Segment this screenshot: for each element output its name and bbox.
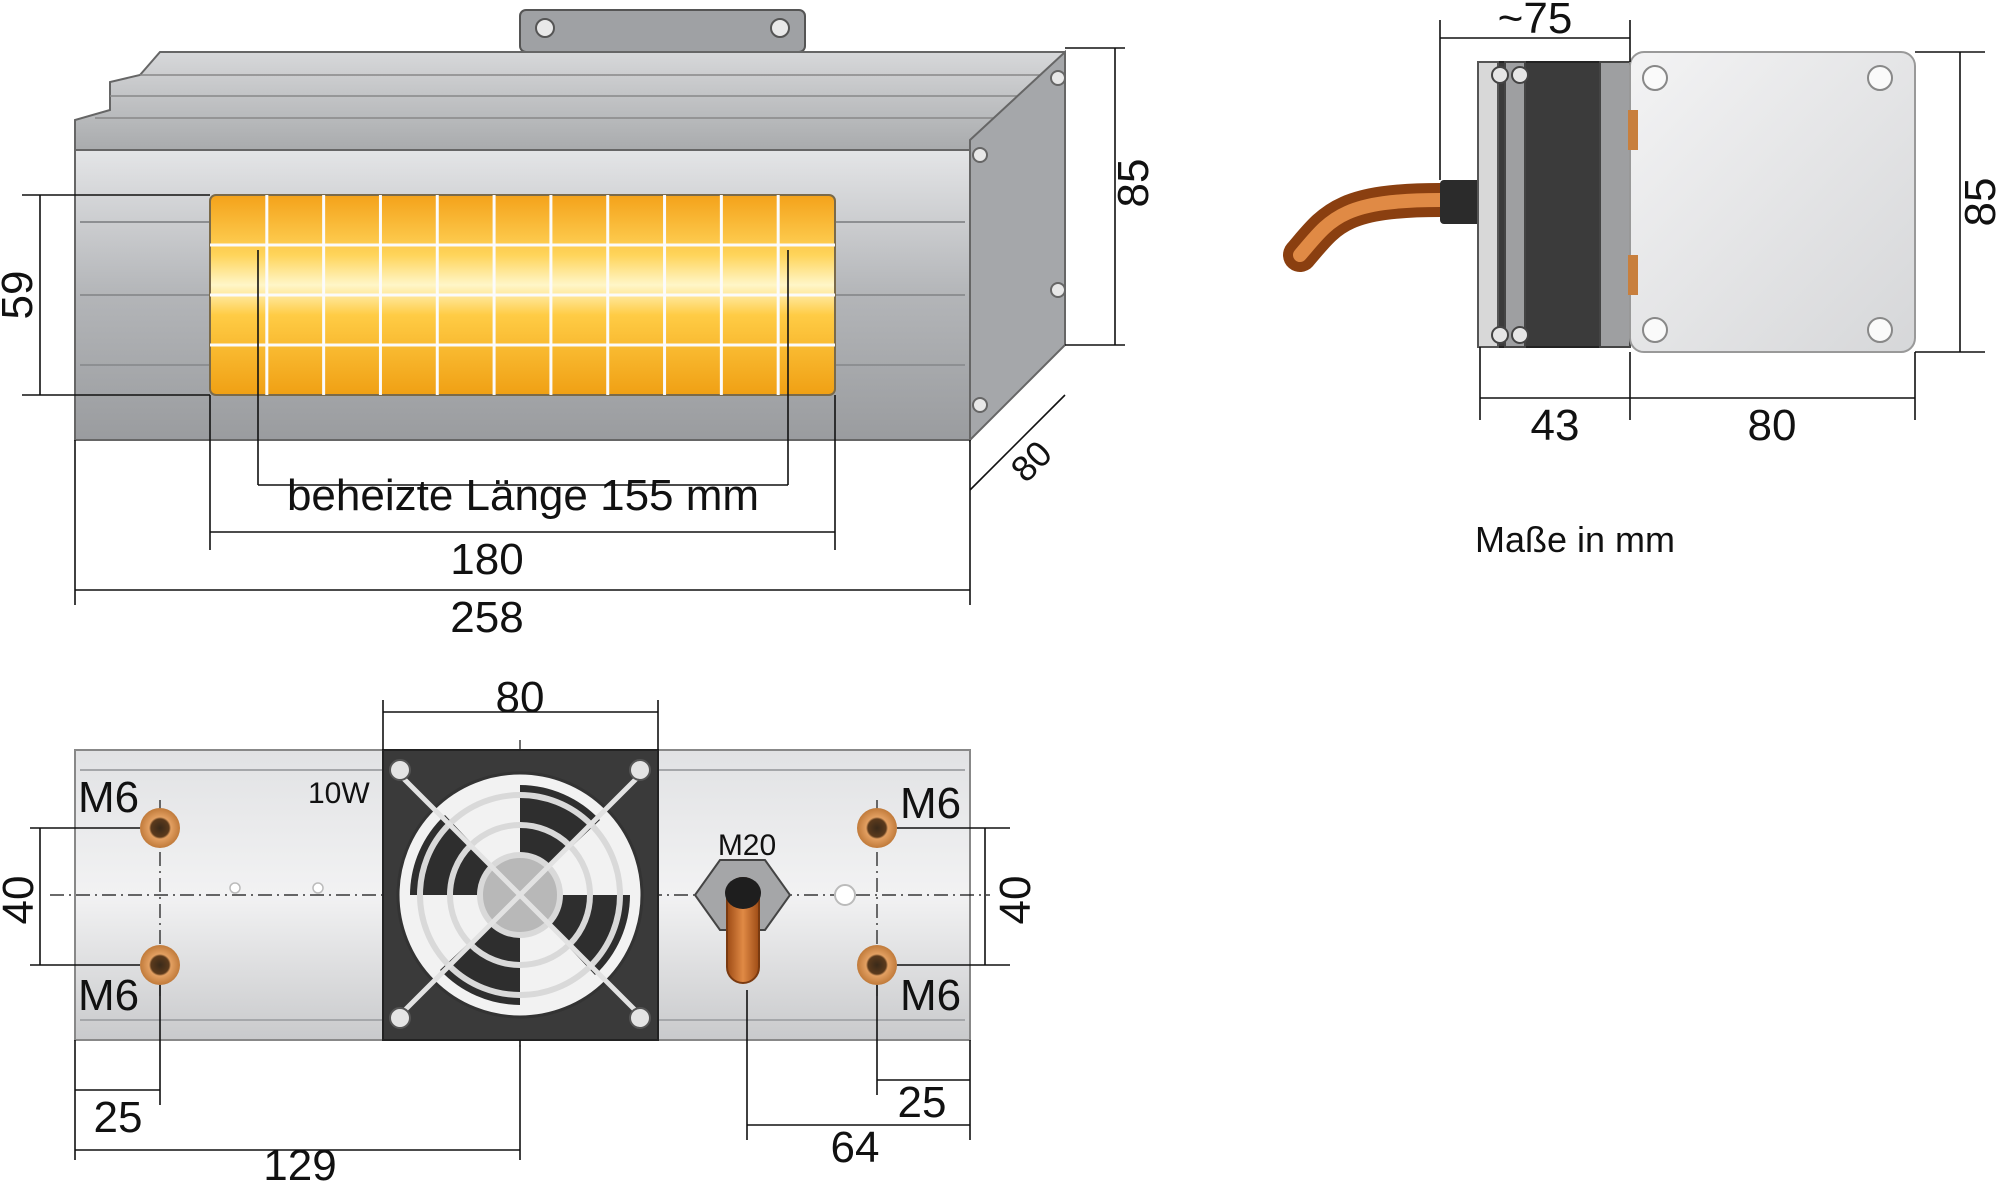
fan-screw: [389, 1007, 411, 1029]
mounting-hole-top-left: [140, 808, 180, 848]
fan-power-label: 10W: [308, 777, 370, 810]
fan-screw: [1491, 326, 1509, 344]
fan-screw: [389, 759, 411, 781]
cable-gland-label: M20: [718, 829, 776, 862]
offset-left-label: 25: [94, 1093, 143, 1142]
heater-grid: [210, 195, 835, 395]
offset-right-label: 25: [898, 1078, 947, 1127]
depth-label: 80: [1003, 433, 1060, 490]
bracket-screw: [770, 18, 790, 38]
bottom-view: 10W M6 M6 M6 M6 M20 80 40 40: [0, 673, 1040, 1182]
fan-guard-side: [1477, 61, 1499, 348]
gland-offset-label: 64: [831, 1123, 880, 1172]
spacing-left-label: 40: [0, 876, 43, 925]
side-screw: [972, 147, 988, 163]
power-cable-highlight: [1293, 193, 1447, 262]
side-depth-body-label: 80: [1748, 401, 1797, 450]
fan-screw: [629, 1007, 651, 1029]
plate-connector: [1628, 255, 1638, 295]
width-window-label: 180: [450, 535, 523, 584]
small-hole: [229, 882, 241, 894]
fan-screw: [1491, 66, 1509, 84]
housing-top: [74, 51, 1066, 151]
plate-connector: [1628, 110, 1638, 150]
plate-screw: [1642, 317, 1668, 343]
fan-screw: [1511, 66, 1529, 84]
mounting-hole-bottom-right: [857, 945, 897, 985]
fan-guard-ring: [417, 792, 623, 998]
side-screw: [1050, 70, 1066, 86]
mounting-hole-top-right: [857, 808, 897, 848]
dim-line-depth: [969, 394, 1066, 491]
fan-width-label: 80: [496, 673, 545, 722]
cable-gland-opening: [725, 877, 761, 909]
side-depth-fan-label: 43: [1531, 401, 1580, 450]
fan-bracket-top: [519, 9, 806, 53]
side-screw: [1050, 282, 1066, 298]
thread-bottom-right-label: M6: [900, 971, 961, 1020]
plate-screw: [1642, 65, 1668, 91]
fan-center-label: 129: [263, 1141, 336, 1182]
heated-length-label: beheizte Länge 155 mm: [287, 471, 759, 520]
fan-screw: [629, 759, 651, 781]
plate-screw: [1867, 65, 1893, 91]
height-window-label: 59: [0, 271, 42, 320]
fan-guard-strut: [398, 773, 642, 1017]
height-total-label: 85: [1109, 159, 1158, 208]
fan-screw: [1511, 326, 1529, 344]
small-hole: [312, 882, 324, 894]
bracket-screw: [535, 18, 555, 38]
fan-depth-label: ~75: [1498, 0, 1573, 43]
side-screw: [972, 397, 988, 413]
small-hole: [834, 884, 856, 906]
units-note: Maße in mm: [1475, 519, 1675, 560]
side-view: ~75 85 43 80 Maße in mm: [1283, 0, 2000, 560]
width-total-label: 258: [450, 593, 523, 642]
side-height-label: 85: [1956, 178, 2000, 227]
thread-top-left-label: M6: [78, 773, 139, 822]
spacing-right-label: 40: [991, 876, 1040, 925]
fan-flange: [1504, 61, 1526, 348]
thread-top-right-label: M6: [900, 779, 961, 828]
fan-guard-ring: [447, 822, 593, 968]
plate-screw: [1867, 317, 1893, 343]
mounting-hole-bottom-left: [140, 945, 180, 985]
thread-bottom-left-label: M6: [78, 971, 139, 1020]
front-view: beheizte Länge 155 mm 180 258 59 85 80: [0, 9, 1158, 642]
fan-flange: [1599, 61, 1631, 348]
housing-plate: [1629, 51, 1916, 353]
